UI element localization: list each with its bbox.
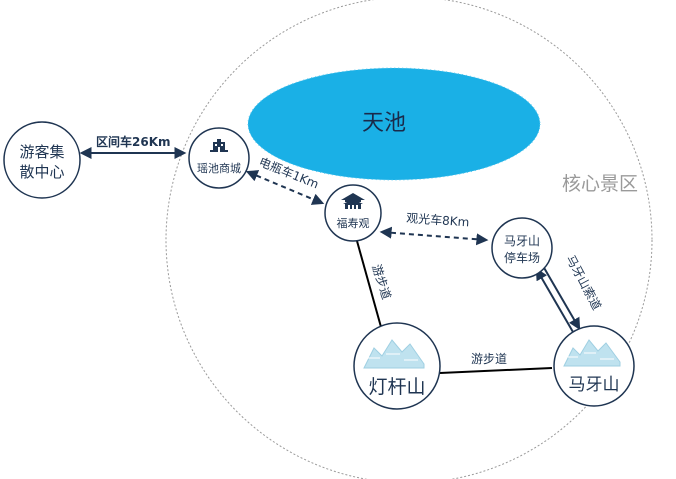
sightseeing-car-route-arrow — [379, 226, 489, 246]
visitor-center-label-line2: 散中心 — [19, 163, 64, 181]
mountain-icon — [363, 339, 425, 369]
yaochi-mall-node[interactable] — [188, 127, 250, 189]
walkway-vertical-line — [356, 240, 382, 328]
fushou-temple-label: 福寿观 — [337, 216, 370, 230]
cableway-arrow-up — [535, 267, 574, 333]
yaochi-mall-label: 瑶池商城 — [197, 161, 241, 175]
maya-parking-node[interactable] — [491, 217, 553, 279]
walkway-horizontal-line — [439, 367, 553, 374]
cableway-label: 马牙山索道 — [563, 253, 604, 313]
visitor-center-node[interactable] — [3, 121, 81, 199]
maya-parking-label-line1: 马牙山 — [504, 234, 540, 248]
fushou-temple-node[interactable] — [324, 184, 382, 242]
maya-mountain-label: 马牙山 — [569, 375, 620, 395]
tianchi-lake — [248, 68, 540, 180]
core-zone-boundary — [165, 0, 653, 479]
core-zone-label: 核心景区 — [562, 173, 638, 195]
cableway-arrow-down — [542, 265, 581, 331]
mountain-icon — [563, 339, 621, 367]
visitor-center-label-line1: 游客集 — [19, 143, 64, 161]
tianchi-label: 天池 — [362, 111, 406, 136]
sightseeing-car-route-label: 观光车8Km — [406, 210, 470, 229]
shuttle-route-label: 区间车26Km — [96, 134, 171, 149]
dengan-mountain-label: 灯杆山 — [368, 376, 425, 398]
maya-parking-label-line2: 停车场 — [504, 250, 540, 265]
building-icon — [210, 139, 228, 152]
walkway-horizontal-label: 游步道 — [471, 352, 507, 366]
battery-car-route-arrow — [245, 170, 325, 205]
tianchi-lake-texture — [247, 67, 541, 181]
temple-icon — [341, 193, 365, 209]
